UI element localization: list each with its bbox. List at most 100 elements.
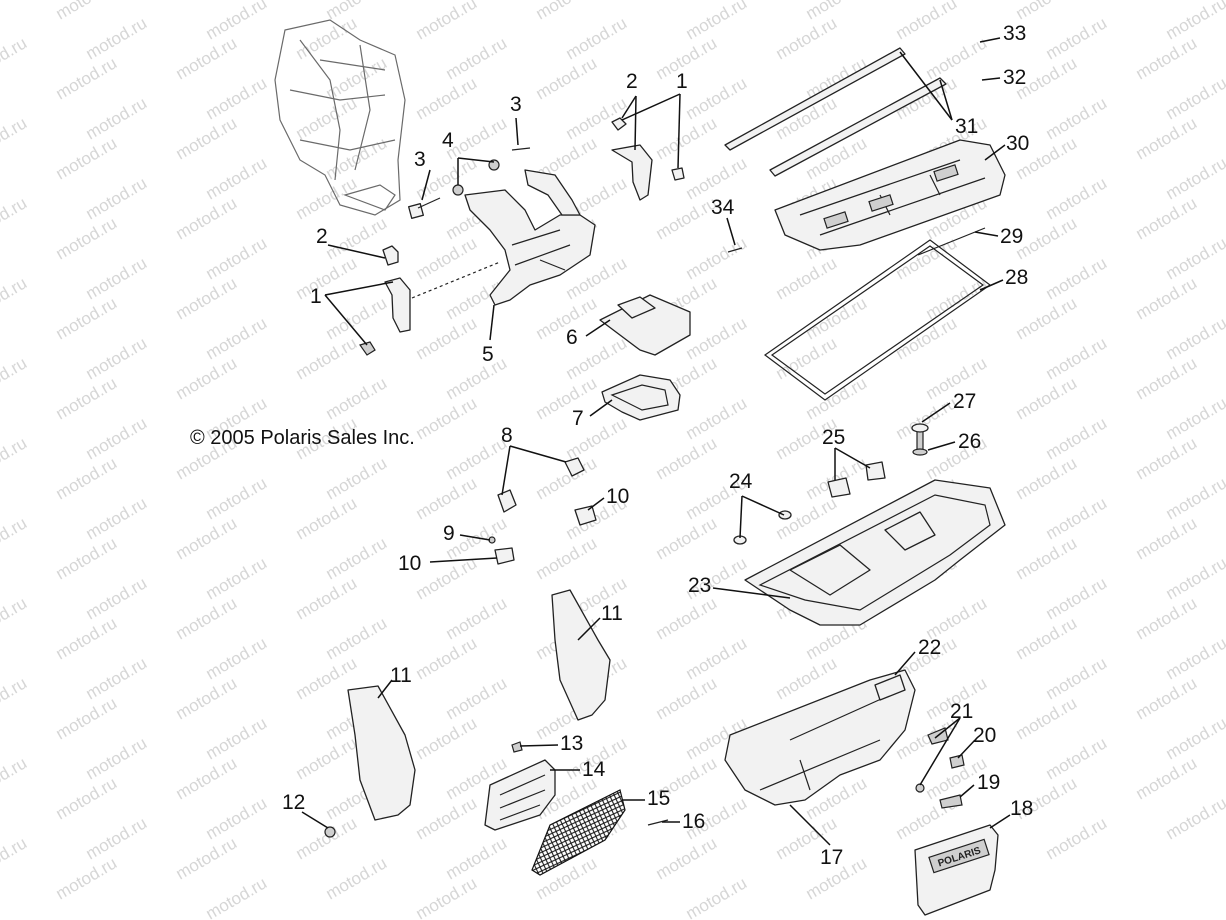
watermark-text: motod.ru <box>1133 193 1201 243</box>
watermark-text: motod.ru <box>1133 753 1201 803</box>
watermark-text: motod.ru <box>203 713 271 763</box>
watermark-text: motod.ru <box>203 633 271 683</box>
watermark-text: motod.ru <box>413 313 481 363</box>
watermark-text: motod.ru <box>323 533 391 583</box>
callout-10b: 10 <box>398 552 421 575</box>
callout-3a: 3 <box>510 93 522 116</box>
callout-12: 12 <box>282 791 305 814</box>
watermark-text: motod.ru <box>173 593 241 643</box>
watermark-text: motod.ru <box>203 873 271 920</box>
watermark-text: motod.ru <box>53 133 121 183</box>
callout-33: 33 <box>1003 22 1026 45</box>
watermark-text: motod.ru <box>293 493 361 543</box>
callout-15: 15 <box>647 787 670 810</box>
bolt-parts <box>408 147 531 219</box>
callout-6: 6 <box>566 326 578 349</box>
watermark-text: motod.ru <box>1133 513 1201 563</box>
callout-14: 14 <box>582 758 606 781</box>
watermark-text: motod.ru <box>443 593 511 643</box>
watermark-text: motod.ru <box>773 253 841 303</box>
callout-25: 25 <box>822 426 845 449</box>
watermark-text: motod.ru <box>533 53 601 103</box>
callout-20: 20 <box>973 724 996 747</box>
watermark-text: motod.ru <box>443 833 511 883</box>
rail-parts <box>724 47 947 177</box>
watermark-text: motod.ru <box>0 833 30 883</box>
watermark-text: motod.ru <box>53 853 121 903</box>
watermark-text: motod.ru <box>683 73 751 123</box>
watermark-text: motod.ru <box>1163 553 1226 603</box>
watermark-text: motod.ru <box>203 313 271 363</box>
watermark-text: motod.ru <box>83 813 151 863</box>
callout-31: 31 <box>955 115 978 138</box>
watermark-text: motod.ru <box>0 513 30 563</box>
callout-4: 4 <box>442 129 454 152</box>
watermark-text: motod.ru <box>683 633 751 683</box>
watermark-text: motod.ru <box>683 0 751 43</box>
watermark-text: motod.ru <box>1163 713 1226 763</box>
watermark-text: motod.ru <box>0 593 30 643</box>
callout-28: 28 <box>1005 266 1028 289</box>
watermark-text: motod.ru <box>53 373 121 423</box>
callout-8: 8 <box>501 424 513 447</box>
watermark-text: motod.ru <box>1133 273 1201 323</box>
left-bracket-part <box>359 245 411 356</box>
watermark-text: motod.ru <box>1043 813 1111 863</box>
watermark-text: motod.ru <box>53 773 121 823</box>
watermark-text: motod.ru <box>803 293 871 343</box>
callout-34: 34 <box>711 196 735 219</box>
watermark-text: motod.ru <box>0 193 30 243</box>
watermark-text: motod.ru <box>83 733 151 783</box>
watermark-text: motod.ru <box>1163 473 1226 523</box>
watermark-text: motod.ru <box>533 373 601 423</box>
watermark-text: motod.ru <box>323 0 391 23</box>
watermark-text: motod.ru <box>1043 173 1111 223</box>
leader-lines <box>301 37 1011 846</box>
watermark-text: motod.ru <box>323 373 391 423</box>
watermark-text: motod.ru <box>173 353 241 403</box>
watermark-text: motod.ru <box>53 613 121 663</box>
mesh-screen-part <box>531 789 626 876</box>
screw-parts <box>324 819 669 838</box>
watermark-text: motod.ru <box>1163 393 1226 443</box>
watermark-text: motod.ru <box>83 653 151 703</box>
callout-1b: 1 <box>310 285 322 308</box>
watermark-text: motod.ru <box>1163 73 1226 123</box>
watermark-text: motod.ru <box>83 13 151 63</box>
watermark-text: motod.ru <box>443 433 511 483</box>
watermark-text: motod.ru <box>923 33 991 83</box>
watermark-text: motod.ru <box>173 513 241 563</box>
bracket-plate-part <box>601 374 681 421</box>
callout-32: 32 <box>1003 66 1026 89</box>
watermark-text: motod.ru <box>53 0 121 23</box>
watermark-text: motod.ru <box>83 93 151 143</box>
bumper-part <box>724 669 916 806</box>
watermark-text: motod.ru <box>173 193 241 243</box>
side-panel-parts <box>347 589 611 821</box>
watermark-text: motod.ru <box>1043 13 1111 63</box>
callout-27: 27 <box>953 390 976 413</box>
watermark-text: motod.ru <box>203 233 271 283</box>
watermark-text: motod.ru <box>1013 453 1081 503</box>
callout-23: 23 <box>688 574 711 597</box>
watermark-text: motod.ru <box>83 253 151 303</box>
watermark-text: motod.ru <box>893 313 961 363</box>
watermark-text: motod.ru <box>173 673 241 723</box>
watermark-text: motod.ru <box>83 493 151 543</box>
watermark-text: motod.ru <box>1013 613 1081 663</box>
pin-parts <box>727 227 986 256</box>
watermark-text: motod.ru <box>443 353 511 403</box>
watermark-text: motod.ru <box>653 673 721 723</box>
callout-29: 29 <box>1000 225 1023 248</box>
callout-11b: 11 <box>390 664 412 687</box>
watermark-text: motod.ru <box>293 333 361 383</box>
callout-22: 22 <box>918 636 941 659</box>
watermark-text: motod.ru <box>1043 253 1111 303</box>
watermark-text: motod.ru <box>0 753 30 803</box>
watermark-text: motod.ru <box>323 613 391 663</box>
watermark-text: motod.ru <box>773 13 841 63</box>
callout-21: 21 <box>950 700 973 723</box>
callout-2a: 2 <box>626 70 638 93</box>
